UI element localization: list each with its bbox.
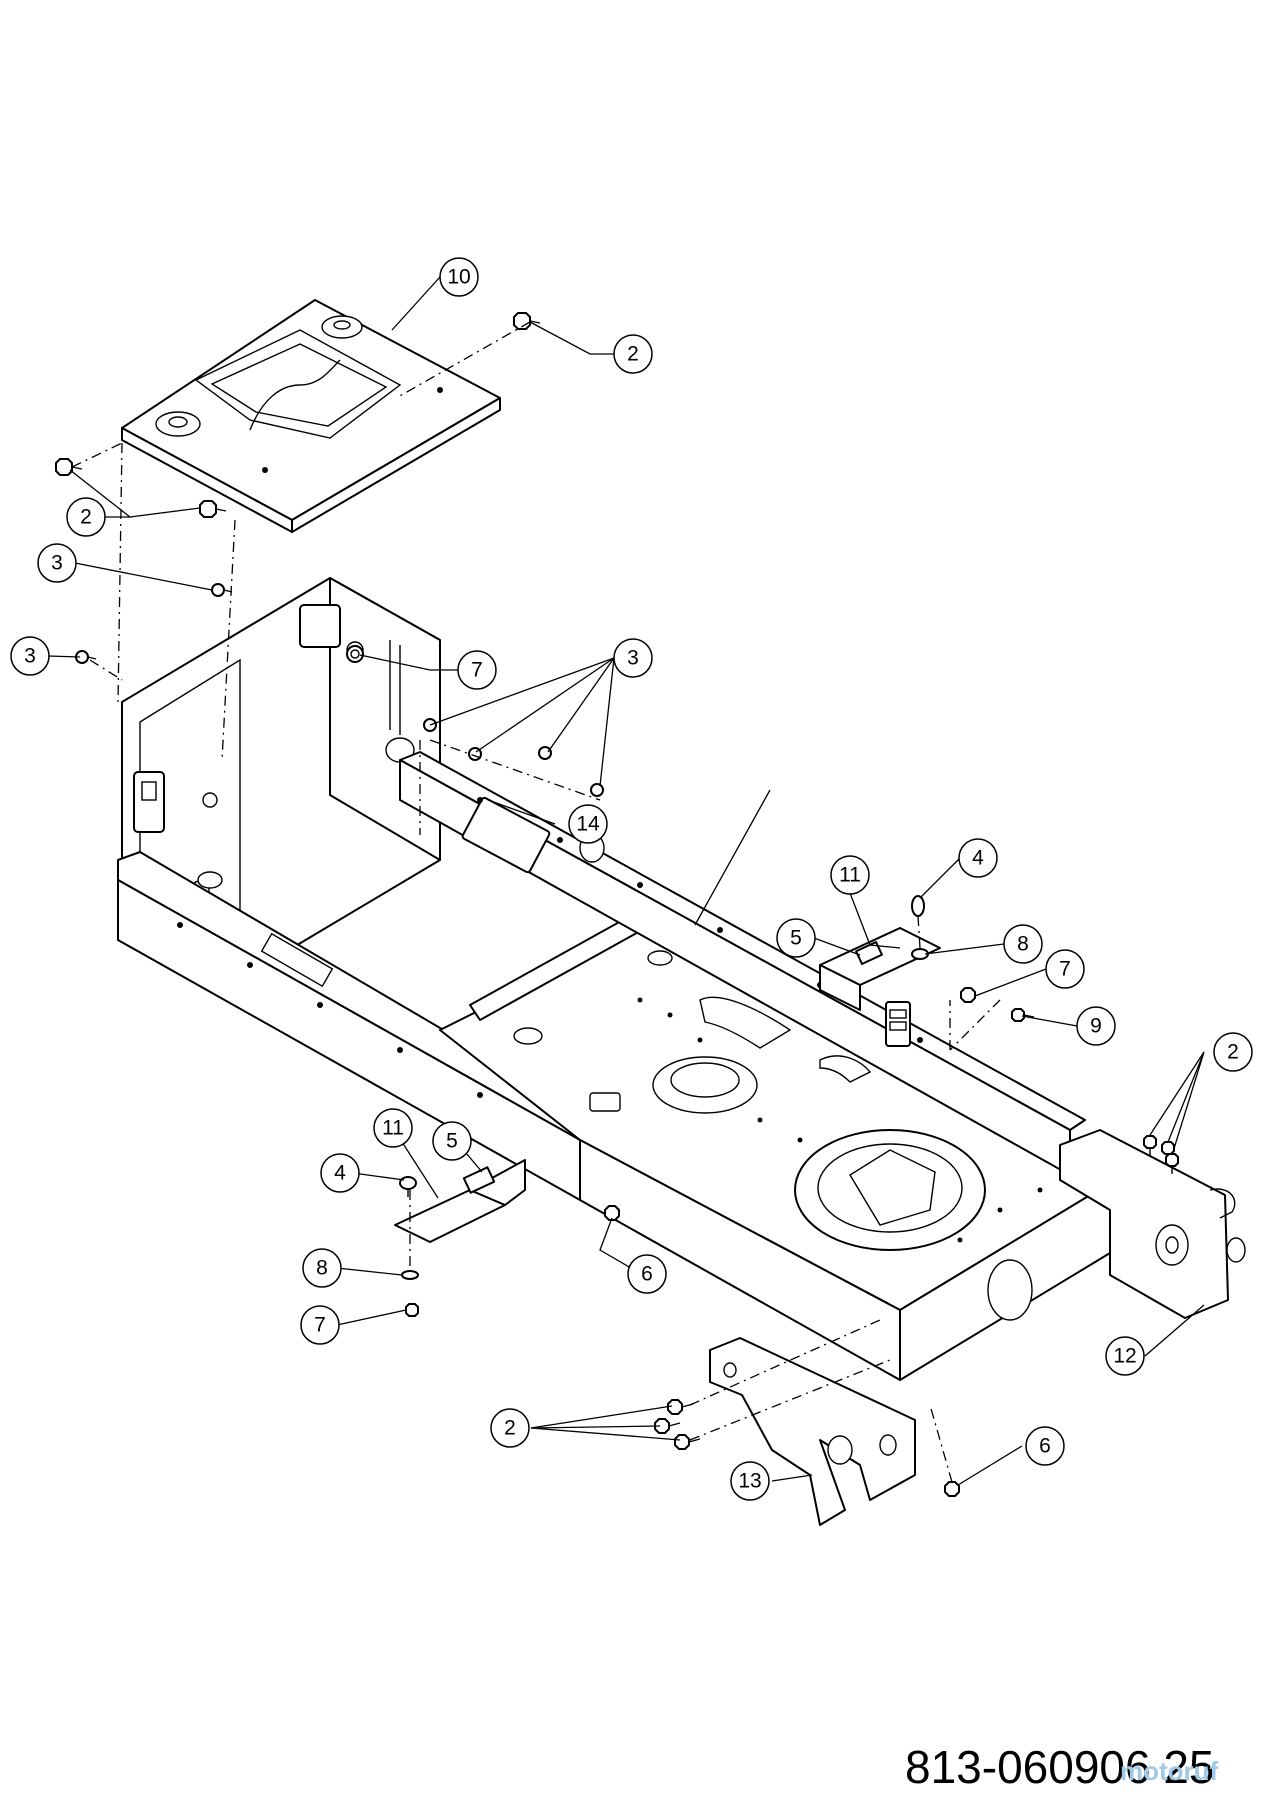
- switch-part-9: [885, 1001, 911, 1047]
- callout-leaders: [47, 276, 1205, 1486]
- callout-label: 7: [314, 1314, 326, 1337]
- front-bracket-part-13: [709, 1337, 916, 1526]
- callout-4-upper: 4: [958, 838, 998, 878]
- callout-label: 3: [627, 647, 639, 670]
- callout-label: 13: [738, 1470, 761, 1493]
- callout-11-lower: 11: [373, 1108, 413, 1148]
- callout-label: 4: [972, 847, 984, 870]
- callout-2-lower: 2: [490, 1408, 530, 1448]
- callout-4-lower: 4: [320, 1153, 360, 1193]
- callout-label: 3: [51, 552, 63, 575]
- callout-8-upper: 8: [1003, 924, 1043, 964]
- callout-11-upper: 11: [830, 855, 870, 895]
- callout-6-center: 6: [627, 1254, 667, 1294]
- callout-label: 4: [334, 1162, 346, 1185]
- callouts: 10 2 2 3 3 7 3 14 4 11 5 8 7 9 2 11 5 4 …: [10, 257, 1253, 1501]
- callout-3-rail: 3: [613, 638, 653, 678]
- frame-right-rail: [399, 751, 1086, 1176]
- callout-2-left: 2: [66, 497, 106, 537]
- drawing-number: 813-060906 25: [905, 1741, 1215, 1793]
- callout-3-upper: 3: [37, 543, 77, 583]
- callout-label: 2: [80, 506, 92, 529]
- callout-label: 11: [839, 864, 861, 887]
- callout-label: 5: [446, 1130, 458, 1153]
- callout-9: 9: [1076, 1006, 1116, 1046]
- callout-label: 7: [471, 659, 483, 682]
- callout-2-right: 2: [1213, 1032, 1253, 1072]
- callout-label: 2: [504, 1417, 516, 1440]
- callout-2-top: 2: [613, 334, 653, 374]
- callout-label: 8: [1017, 933, 1029, 956]
- callout-label: 11: [382, 1117, 404, 1140]
- front-bracket-part-12: [1059, 1129, 1246, 1319]
- callout-label: 6: [1039, 1435, 1051, 1458]
- callout-13: 13: [730, 1461, 770, 1501]
- callout-12: 12: [1105, 1336, 1145, 1376]
- callout-8-lower: 8: [302, 1248, 342, 1288]
- callout-7-tower: 7: [457, 650, 497, 690]
- callout-5-lower: 5: [432, 1121, 472, 1161]
- callout-label: 7: [1059, 958, 1071, 981]
- callout-label: 10: [447, 266, 470, 289]
- callout-label: 9: [1090, 1015, 1102, 1038]
- assembly-center-lines: [71, 321, 1001, 1483]
- watermark-logo: motoruf: [1120, 1756, 1219, 1786]
- bracket-part-11-lower: [394, 1159, 526, 1243]
- callout-5-upper: 5: [776, 918, 816, 958]
- callout-7-upper: 7: [1045, 949, 1085, 989]
- callout-6-right: 6: [1025, 1426, 1065, 1466]
- callout-label: 3: [24, 645, 36, 668]
- callout-label: 8: [316, 1257, 328, 1280]
- callout-10: 10: [439, 257, 479, 297]
- callout-label: 2: [1227, 1041, 1239, 1064]
- seat-plate-part-10: [121, 299, 501, 533]
- callout-label: 5: [790, 927, 802, 950]
- callout-label: 6: [641, 1263, 653, 1286]
- callout-3-left: 3: [10, 636, 50, 676]
- bracket-part-11-upper: [819, 927, 941, 1011]
- callout-14: 14: [568, 804, 608, 844]
- callout-label: 12: [1113, 1345, 1136, 1368]
- callout-7-lower: 7: [300, 1305, 340, 1345]
- callout-label: 14: [576, 813, 600, 836]
- callout-label: 2: [627, 343, 639, 366]
- frame-main-deck: [439, 904, 1116, 1381]
